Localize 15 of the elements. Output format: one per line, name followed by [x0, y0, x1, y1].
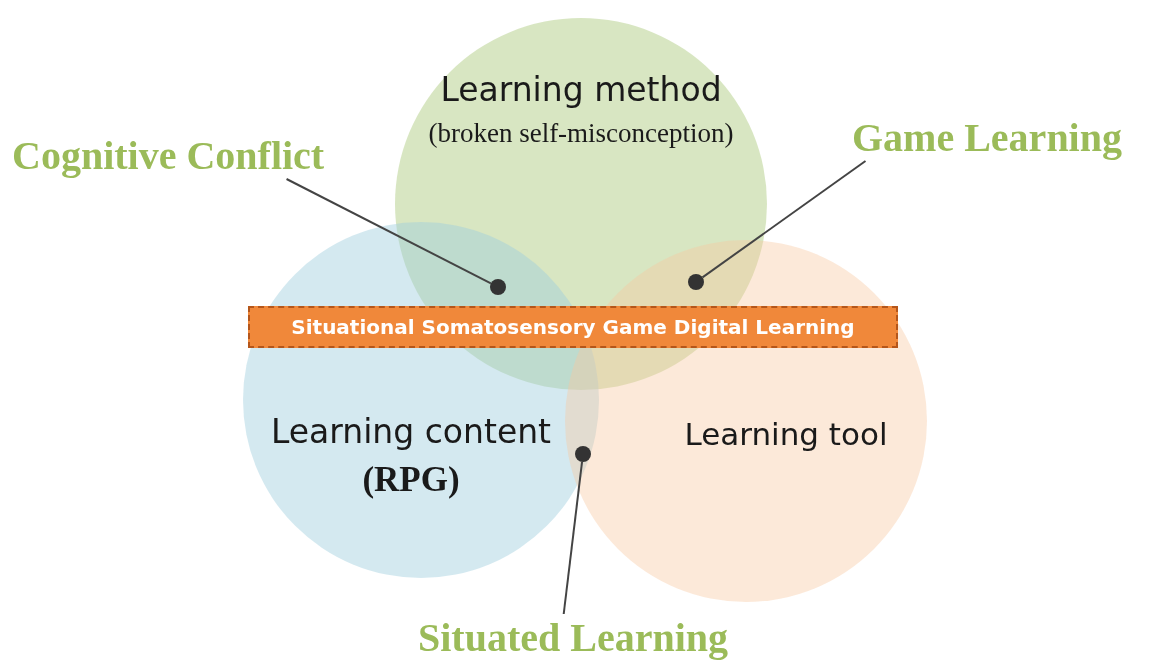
circle-heading: Learning content [269, 412, 553, 451]
circle-subtext: (RPG) [361, 460, 461, 500]
callout-label: Game Learning [852, 114, 1122, 161]
leader-line [701, 160, 867, 279]
leader-line [562, 460, 584, 615]
leader-dot [490, 279, 506, 295]
circle-heading: Learning tool [683, 416, 889, 452]
leader-dot [688, 274, 704, 290]
callout-label: Cognitive Conflict [12, 132, 325, 179]
callout-label: Situated Learning [418, 614, 729, 661]
leader-dot [575, 446, 591, 462]
circle-subtext: (broken self-misconception) [427, 118, 735, 149]
leader-line [285, 178, 492, 285]
center-banner: Situational Somatosensory Game Digital Learning [248, 306, 898, 348]
circle-heading: Learning method [439, 70, 723, 109]
